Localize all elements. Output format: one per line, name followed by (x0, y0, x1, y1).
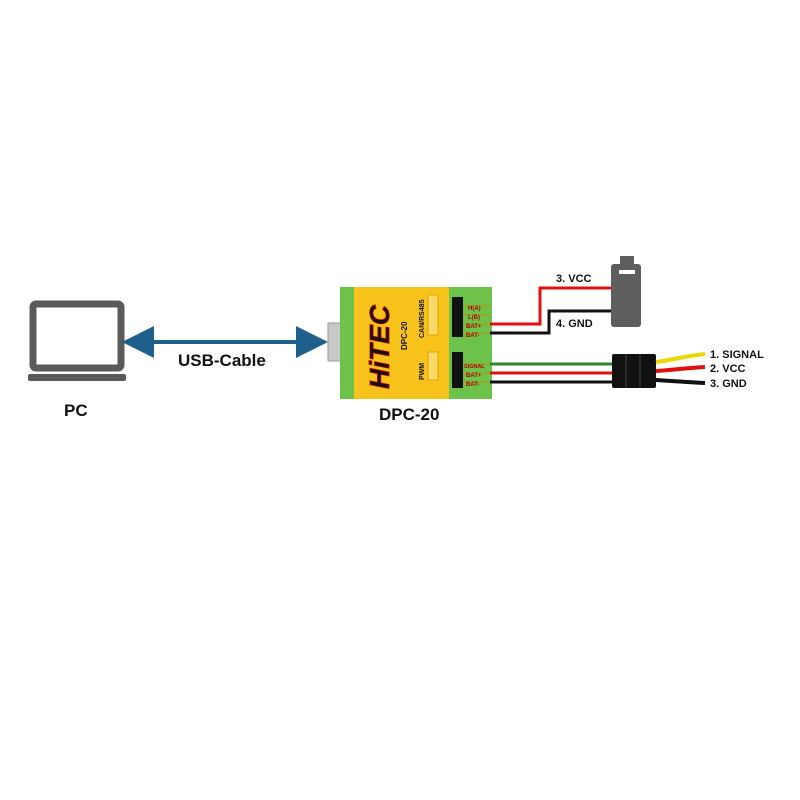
pwm-pin-label: SIGNAL (464, 364, 485, 370)
usb-cable-label: USB-Cable (178, 351, 266, 370)
battery-gnd-label: 4. GND (556, 318, 593, 330)
battery-gnd-wire (490, 309, 611, 335)
model-text: DPC-20 (400, 321, 409, 350)
pwm-pin-label: BAT- (466, 382, 480, 388)
battery-vcc-label: 3. VCC (556, 273, 592, 285)
can-pin-label: BAT+ (466, 324, 482, 330)
servo-pin-label: 2. VCC (710, 363, 746, 375)
battery-vcc-wire (490, 286, 611, 326)
pwm-port-label: PWM (419, 363, 426, 380)
servo-pin-label: 3. GND (710, 378, 747, 390)
hitec-logo: HiTEC (364, 304, 395, 389)
pwm-pin-label: BAT+ (466, 373, 482, 379)
servo-connector (612, 354, 656, 388)
servo-lead (655, 352, 706, 385)
servo-pin-label: 1. SIGNAL (710, 349, 764, 361)
device-name-label: DPC-20 (379, 405, 439, 424)
battery-icon (611, 256, 641, 327)
usb-plug (327, 322, 343, 362)
dpc20-device (340, 287, 492, 399)
laptop-icon (28, 300, 126, 381)
can-pin-label: BAT- (466, 333, 480, 339)
pc-label: PC (64, 401, 88, 420)
can-port-label: CAN/RS485 (419, 299, 426, 338)
can-pin-label: L(B) (468, 315, 480, 321)
can-pin-label: H(A) (468, 306, 481, 312)
